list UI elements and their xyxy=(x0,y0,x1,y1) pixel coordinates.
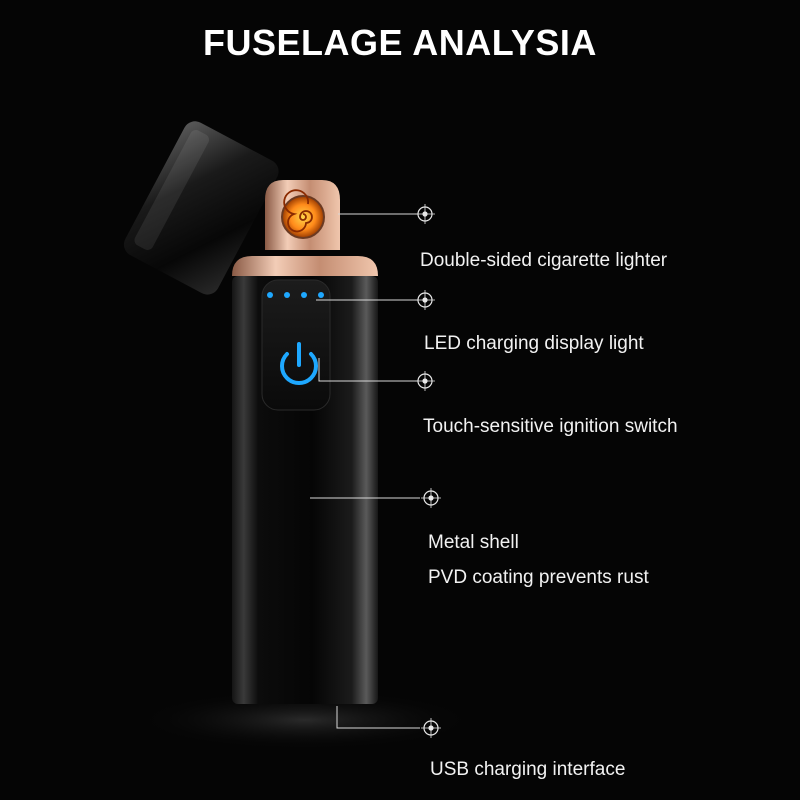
leader-usb xyxy=(336,706,420,729)
callout-shell: Metal shell xyxy=(428,532,519,553)
led-dot xyxy=(301,292,307,298)
floor-reflection xyxy=(135,690,475,750)
led-dot xyxy=(318,292,324,298)
power-icon[interactable] xyxy=(280,342,318,386)
crosshair-marker-icon xyxy=(415,290,435,310)
callout-touch: Touch-sensitive ignition switch xyxy=(423,416,678,437)
crosshair-marker-icon xyxy=(415,204,435,224)
coil-spiral xyxy=(283,189,313,233)
lighter-cap xyxy=(123,121,279,295)
rose-gold-collar xyxy=(232,256,378,276)
crosshair-marker-icon xyxy=(421,488,441,508)
callout-led: LED charging display light xyxy=(424,333,644,354)
callout-usb: USB charging interface xyxy=(430,759,626,780)
page-title: FUSELAGE ANALYSIA xyxy=(203,22,597,63)
led-indicator-group xyxy=(267,292,324,298)
led-dot xyxy=(284,292,290,298)
crosshair-marker-icon xyxy=(421,718,441,738)
heating-coil-icon xyxy=(281,195,325,239)
leader-lines xyxy=(310,213,420,729)
led-dot xyxy=(267,292,273,298)
callout-coating: PVD coating prevents rust xyxy=(428,567,649,588)
crosshair-markers xyxy=(415,204,441,738)
crosshair-marker-icon xyxy=(415,371,435,391)
callout-lighter: Double-sided cigarette lighter xyxy=(420,250,668,271)
leader-touch xyxy=(318,358,418,382)
